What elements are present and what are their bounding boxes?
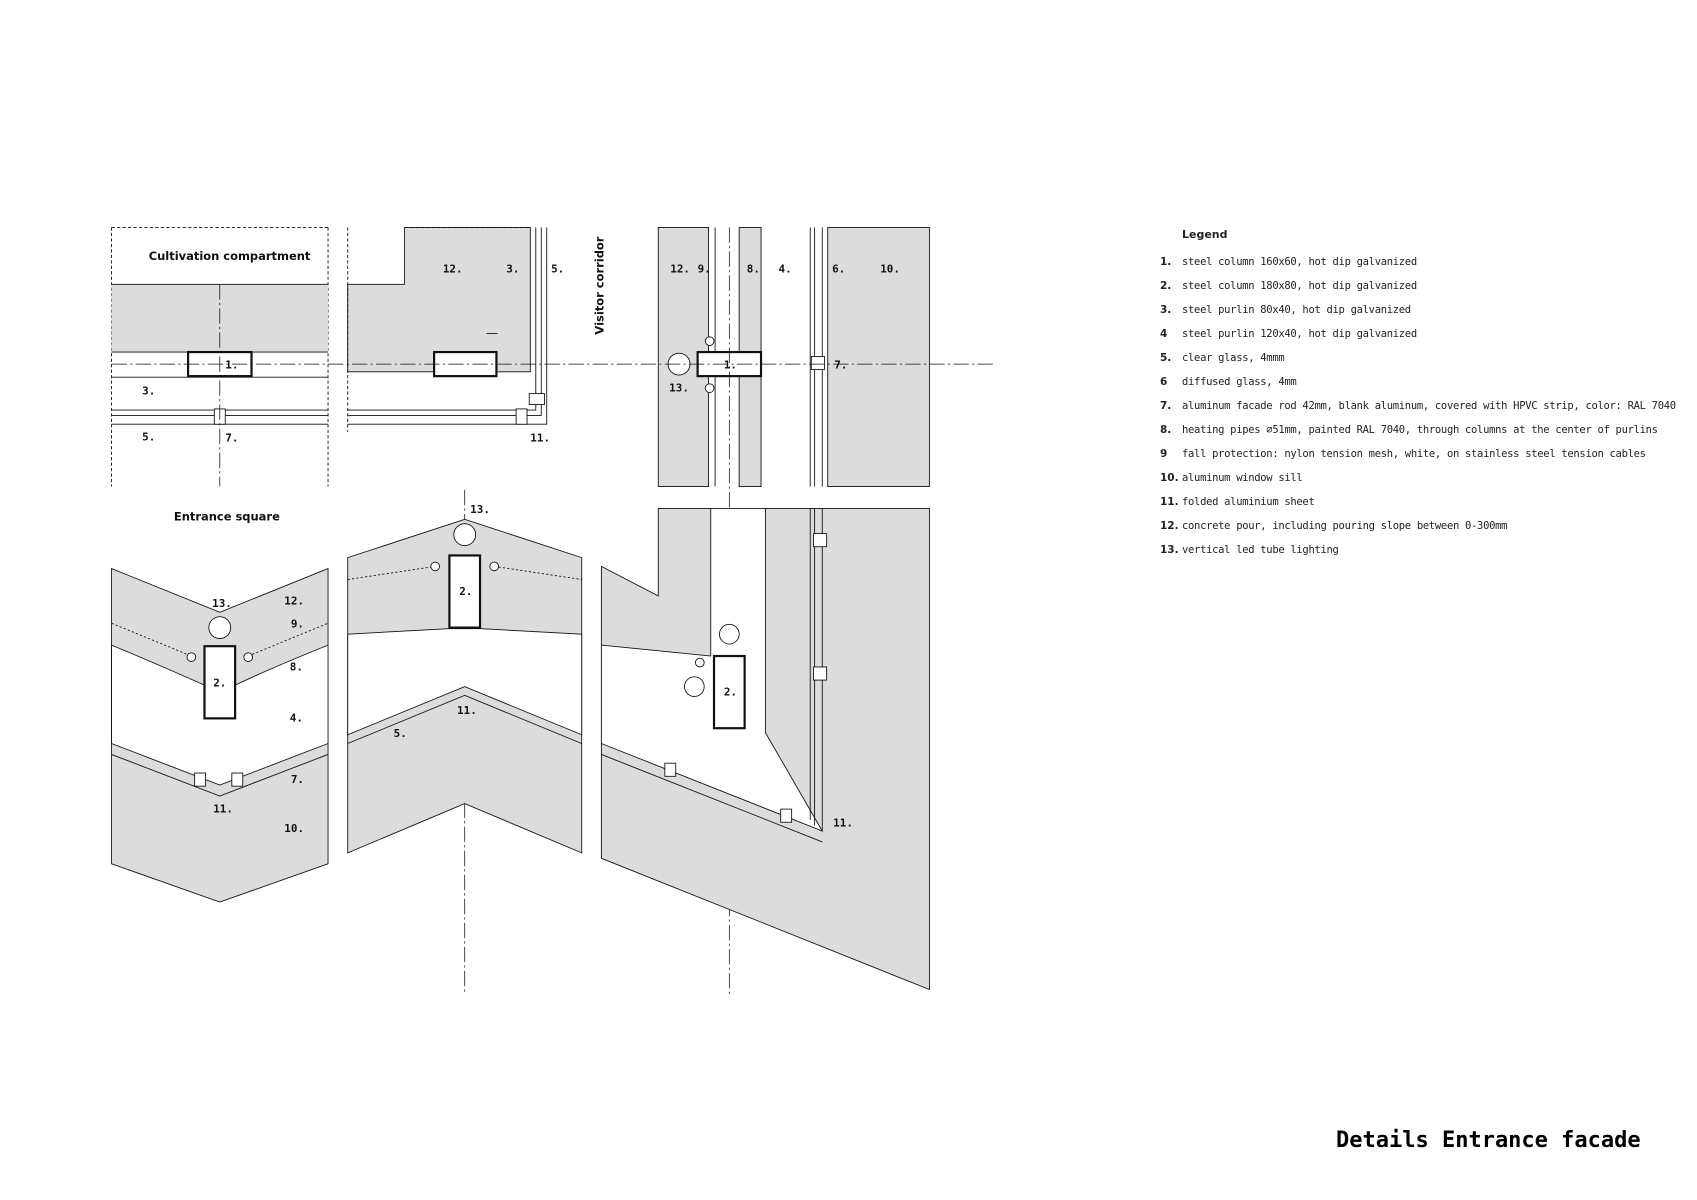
detail-facade-corner	[600, 507, 930, 991]
callout-2: 2.	[724, 685, 737, 698]
label-cultivation-compartment: Cultivation compartment	[149, 249, 311, 263]
callout-7: 7.	[291, 773, 304, 786]
legend: Legend 1. steel column 160x60, hot dip ga…	[1160, 228, 1676, 562]
legend-item: 12.concrete pour, including pouring slop…	[1160, 514, 1676, 538]
legend-number: 4	[1160, 328, 1168, 340]
legend-text: vertical led tube lighting	[1182, 544, 1339, 556]
callout-13: 13.	[669, 381, 689, 394]
legend-text: diffused glass, 4mm	[1182, 376, 1297, 388]
legend-number: 1.	[1160, 256, 1172, 268]
legend-number: 10.	[1160, 472, 1179, 484]
detail-corner-column	[347, 518, 583, 854]
callout-8: 8.	[747, 262, 760, 275]
legend-title: Legend	[1182, 228, 1228, 241]
callout-12: 12.	[443, 262, 463, 275]
callout-13: 13.	[470, 503, 490, 516]
legend-text: fall protection: nylon tension mesh, whi…	[1182, 448, 1646, 460]
callout-5: 5.	[394, 727, 407, 740]
callout-9: 9.	[291, 618, 304, 631]
legend-text: steel column 160x60, hot dip galvanized	[1182, 256, 1417, 268]
callout-1: 1.	[724, 358, 737, 371]
legend-item: 2. steel column 180x80, hot dip galvanize…	[1160, 274, 1676, 298]
callout-2: 2.	[459, 585, 472, 598]
legend-item: 11.folded aluminium sheet	[1160, 490, 1676, 514]
callout-4: 4.	[779, 262, 792, 275]
legend-item: 6 diffused glass, 4mm	[1160, 370, 1676, 394]
callouts: 1. 3. 5. 7. 12. 3. 5. 11. 12. 9. 8. 4. 6…	[142, 262, 900, 835]
legend-item: 5. clear glass, 4mmm	[1160, 346, 1676, 370]
legend-text: clear glass, 4mmm	[1182, 352, 1285, 364]
callout-2: 2.	[213, 677, 226, 690]
callout-1: 1.	[225, 358, 238, 371]
callout-11: 11.	[530, 432, 550, 445]
legend-number: 12.	[1160, 520, 1179, 532]
callout-11: 11.	[457, 704, 477, 717]
callout-4: 4.	[290, 712, 303, 725]
callout-7: 7.	[834, 358, 847, 371]
callout-12: 12.	[670, 262, 690, 275]
callout-12: 12.	[284, 595, 304, 608]
legend-item: 10.aluminum window sill	[1160, 466, 1676, 490]
detail-visitor-corridor-corner	[347, 226, 548, 432]
legend-number: 7.	[1160, 400, 1172, 412]
legend-text: steel purlin 80x40, hot dip galvanized	[1182, 304, 1411, 316]
legend-item: 13.vertical led tube lighting	[1160, 538, 1676, 562]
legend-number: 8.	[1160, 424, 1172, 436]
legend-item: 7. aluminum facade rod 42mm, blank alumin…	[1160, 394, 1676, 418]
label-entrance-square: Entrance square	[174, 509, 280, 523]
legend-number: 5.	[1160, 352, 1172, 364]
legend-number: 6	[1160, 376, 1168, 388]
detail-corridor-vertical	[657, 226, 930, 487]
callout-3: 3.	[142, 385, 155, 398]
legend-number: 11.	[1160, 496, 1179, 508]
callout-11: 11.	[213, 802, 233, 815]
callout-5: 5.	[142, 431, 155, 444]
label-visitor-corridor: Visitor corridor	[593, 236, 607, 334]
legend-number: 3.	[1160, 304, 1172, 316]
legend-item: 9 fall protection: nylon tension mesh, wh…	[1160, 442, 1676, 466]
legend-text: folded aluminium sheet	[1182, 496, 1315, 508]
legend-text: aluminum window sill	[1182, 472, 1303, 484]
callout-5: 5.	[551, 262, 564, 275]
callout-7: 7.	[225, 432, 238, 445]
legend-number: 2.	[1160, 280, 1172, 292]
legend-text: steel purlin 120x40, hot dip galvanized	[1182, 328, 1417, 340]
sheet-title: Details Entrance facade	[1336, 1128, 1641, 1153]
callout-6: 6.	[832, 262, 845, 275]
callout-9: 9.	[698, 262, 711, 275]
legend-number: 13.	[1160, 544, 1179, 556]
callout-8: 8.	[290, 660, 303, 673]
legend-item: 4 steel purlin 120x40, hot dip galvanized	[1160, 322, 1676, 346]
callout-3: 3.	[506, 262, 519, 275]
legend-text: steel column 180x80, hot dip galvanized	[1182, 280, 1417, 292]
legend-text: heating pipes ∅51mm, painted RAL 7040, t…	[1182, 424, 1658, 436]
detail-entrance-square	[111, 567, 329, 903]
legend-text: aluminum facade rod 42mm, blank aluminum…	[1182, 400, 1676, 412]
callout-11: 11.	[833, 817, 853, 830]
callout-13: 13.	[212, 597, 232, 610]
legend-number: 9	[1160, 448, 1168, 460]
legend-item: 8. heating pipes ∅51mm, painted RAL 7040,…	[1160, 418, 1676, 442]
legend-text: concrete pour, including pouring slope b…	[1182, 520, 1508, 532]
callout-10: 10.	[880, 262, 900, 275]
legend-item: 3. steel purlin 80x40, hot dip galvanized	[1160, 298, 1676, 322]
callout-10: 10.	[284, 822, 304, 835]
legend-item: 1. steel column 160x60, hot dip galvanize…	[1160, 250, 1676, 274]
